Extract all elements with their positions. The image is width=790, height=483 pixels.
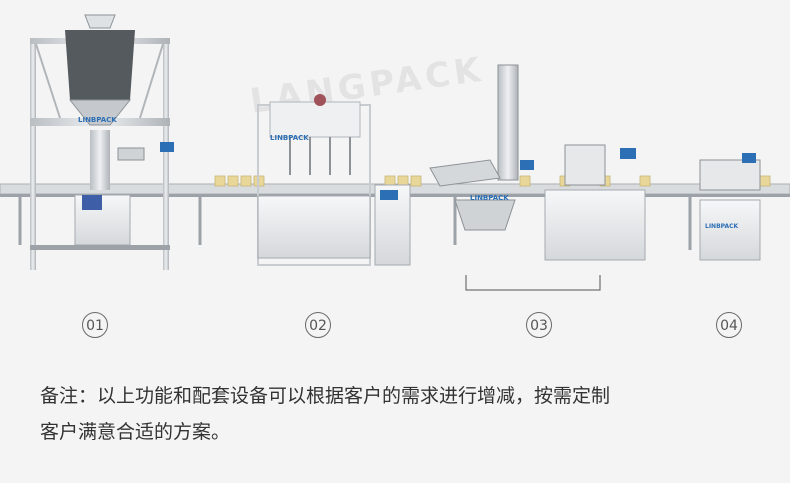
machine-filler: LINBPACK <box>257 94 411 266</box>
svg-text:LINBPACK: LINBPACK <box>78 116 117 124</box>
step-number-04: 04 <box>716 312 742 338</box>
step-number-02: 02 <box>305 312 331 338</box>
remark-line-2: 客户满意合适的方案。 <box>40 421 231 443</box>
machine-multihead-weigher: LINBPACK <box>30 14 174 270</box>
machine-capper: LINBPACK <box>429 64 646 261</box>
bracket-line <box>465 275 601 291</box>
svg-text:LINBPACK: LINBPACK <box>470 194 509 202</box>
svg-text:LINBPACK: LINBPACK <box>705 223 739 230</box>
production-line-illustration: LANGPACK LINBPACK <box>0 14 790 291</box>
svg-text:LINBPACK: LINBPACK <box>270 134 309 142</box>
machine-labeler: LINBPACK <box>699 153 761 261</box>
remark-line-1: 备注：以上功能和配套设备可以根据客户的需求进行增减，按需定制 <box>40 385 611 407</box>
step-number-03: 03 <box>526 312 552 338</box>
step-number-01: 01 <box>82 312 108 338</box>
remark-text: 备注：以上功能和配套设备可以根据客户的需求进行增减，按需定制 客户满意合适的方案… <box>40 378 780 450</box>
